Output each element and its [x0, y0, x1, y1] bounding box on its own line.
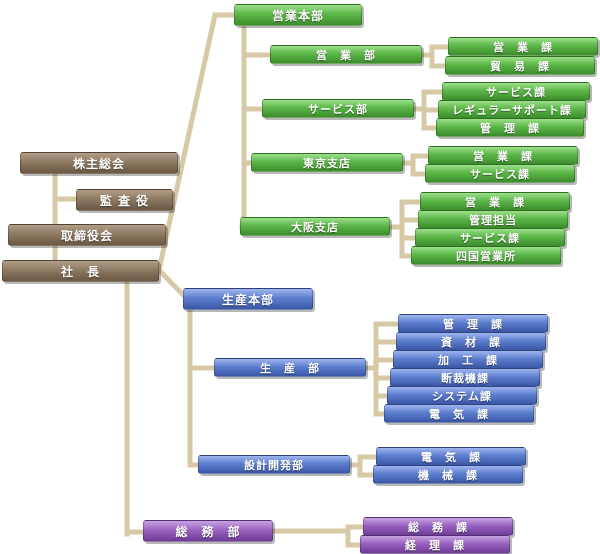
- processing-section-box[interactable]: 加 工 課: [393, 350, 543, 369]
- sales-section-box[interactable]: 営 業 課: [448, 37, 598, 56]
- electrical-section-box[interactable]: 電 気 課: [384, 404, 534, 423]
- system-section-box[interactable]: システム課: [387, 386, 537, 405]
- service-section-box[interactable]: サービス課: [442, 82, 590, 101]
- shareholders-meeting-box[interactable]: 株主総会: [20, 152, 178, 174]
- connector-line: [155, 266, 190, 302]
- accounting-section-box[interactable]: 経 理 課: [360, 535, 510, 554]
- cutting-machine-section-box[interactable]: 断裁機課: [390, 368, 540, 387]
- connector-line: [156, 12, 218, 273]
- osaka-admin-box[interactable]: 管理担当: [418, 210, 568, 229]
- sales-department-box[interactable]: 営 業 部: [270, 45, 422, 64]
- production-department-box[interactable]: 生 産 部: [214, 358, 366, 377]
- tokyo-sales-section-box[interactable]: 営 業 課: [428, 146, 578, 165]
- management-section-box[interactable]: 管 理 課: [398, 314, 548, 333]
- production-hq-box[interactable]: 生産本部: [183, 288, 313, 310]
- regular-support-section-box[interactable]: レギュラーサポート課: [438, 100, 586, 119]
- tokyo-branch-box[interactable]: 東京支店: [251, 153, 403, 172]
- osaka-service-section-box[interactable]: サービス課: [415, 228, 565, 247]
- admin-section-box[interactable]: 管 理 課: [436, 118, 584, 137]
- auditor-box[interactable]: 監 査 役: [76, 189, 173, 211]
- materials-section-box[interactable]: 資 材 課: [396, 332, 546, 351]
- board-of-directors-box[interactable]: 取締役会: [8, 224, 166, 246]
- osaka-branch-box[interactable]: 大阪支店: [240, 217, 390, 236]
- trade-section-box[interactable]: 貿 易 課: [445, 56, 595, 75]
- design-development-department-box[interactable]: 設計開発部: [198, 455, 350, 474]
- osaka-sales-section-box[interactable]: 営 業 課: [420, 192, 570, 211]
- design-electrical-section-box[interactable]: 電 気 課: [376, 447, 526, 466]
- tokyo-service-section-box[interactable]: サービス課: [425, 164, 575, 183]
- general-affairs-department-box[interactable]: 総 務 部: [143, 520, 273, 542]
- service-department-box[interactable]: サービス部: [262, 99, 414, 118]
- president-box[interactable]: 社 長: [2, 260, 159, 282]
- shikoku-office-box[interactable]: 四国営業所: [411, 246, 561, 265]
- design-mechanical-section-box[interactable]: 機 械 課: [373, 465, 523, 484]
- general-affairs-section-box[interactable]: 総 務 課: [363, 517, 513, 536]
- sales-hq-box[interactable]: 営業本部: [234, 4, 362, 26]
